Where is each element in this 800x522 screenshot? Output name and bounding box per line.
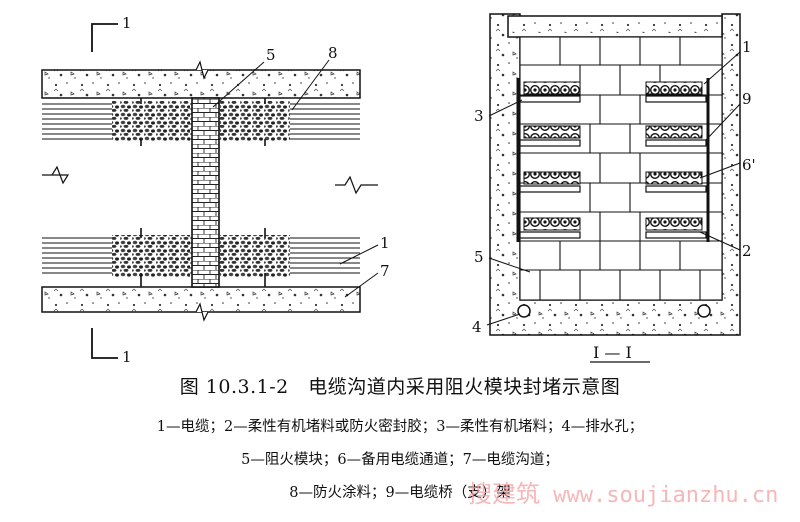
break-symbol	[195, 60, 209, 80]
leader-line-5	[212, 61, 265, 108]
legend-line-1: 1—电缆；2—柔性有机堵料或防火密封胶；3—柔性有机堵料；4—排水孔；	[156, 419, 644, 435]
break-symbol	[195, 302, 209, 322]
watermark-url: www.soujianzhu.cn	[553, 483, 779, 508]
leader-line-6	[699, 162, 741, 179]
leader-line-9	[705, 103, 741, 141]
section-marker-top-label: 1	[122, 14, 132, 32]
leader-line-3	[488, 99, 523, 117]
left-plan-view: 1 1 5 8 1 7	[41, 14, 390, 366]
fire-resistant-module	[191, 97, 220, 288]
label-5: 5	[474, 248, 484, 266]
watermark-cn: 搜建筑	[468, 480, 540, 508]
figure-title: 图 10.3.1-2 电缆沟道内采用阻火模块封堵示意图	[179, 376, 621, 398]
right-cable-trays	[645, 78, 710, 242]
section-marker-bottom	[91, 328, 118, 359]
section-marker-bottom-label: 1	[122, 348, 132, 366]
fireproof-coating	[220, 101, 290, 141]
leader-line-1	[339, 244, 379, 265]
section-title: I — I	[593, 343, 632, 362]
leader-line-4	[486, 313, 521, 326]
break-symbol	[335, 175, 378, 195]
top-concrete-slab	[41, 69, 361, 99]
label-3: 3	[474, 107, 484, 125]
fireproof-coating	[220, 235, 290, 277]
label-5: 5	[266, 46, 276, 64]
label-7: 7	[380, 262, 390, 280]
drain-hole	[517, 304, 531, 318]
label-6: 6'	[742, 156, 756, 174]
cable-brackets	[140, 98, 266, 287]
leader-line-7	[344, 272, 379, 298]
leader-line-1	[703, 51, 741, 85]
label-2: 2	[742, 242, 752, 260]
fireproof-coating	[112, 235, 190, 277]
label-1: 1	[380, 234, 390, 252]
right-section-view: 1 9 6' 2 3 5 4 I — I	[472, 13, 756, 363]
watermark: 搜建筑 www.soujianzhu.cn	[468, 474, 778, 509]
label-1: 1	[742, 38, 752, 56]
drain-hole	[697, 304, 711, 318]
leader-line-5	[488, 257, 531, 273]
leader-line-8	[291, 59, 330, 111]
section-marker-top	[91, 23, 118, 52]
left-cable-trays	[516, 78, 581, 242]
break-symbol	[42, 165, 70, 185]
leader-line-2	[699, 231, 741, 251]
module-block-grid	[519, 36, 723, 301]
label-8: 8	[328, 44, 338, 62]
label-4: 4	[472, 318, 482, 336]
legend-line-2: 5—阻火模块；6—备用电缆通道；7—电缆沟道；	[241, 452, 559, 468]
fireproof-coating	[112, 101, 190, 141]
label-9: 9	[742, 90, 752, 108]
legend-line-3: 8—防火涂料；9—电缆桥（支）架	[289, 485, 511, 501]
